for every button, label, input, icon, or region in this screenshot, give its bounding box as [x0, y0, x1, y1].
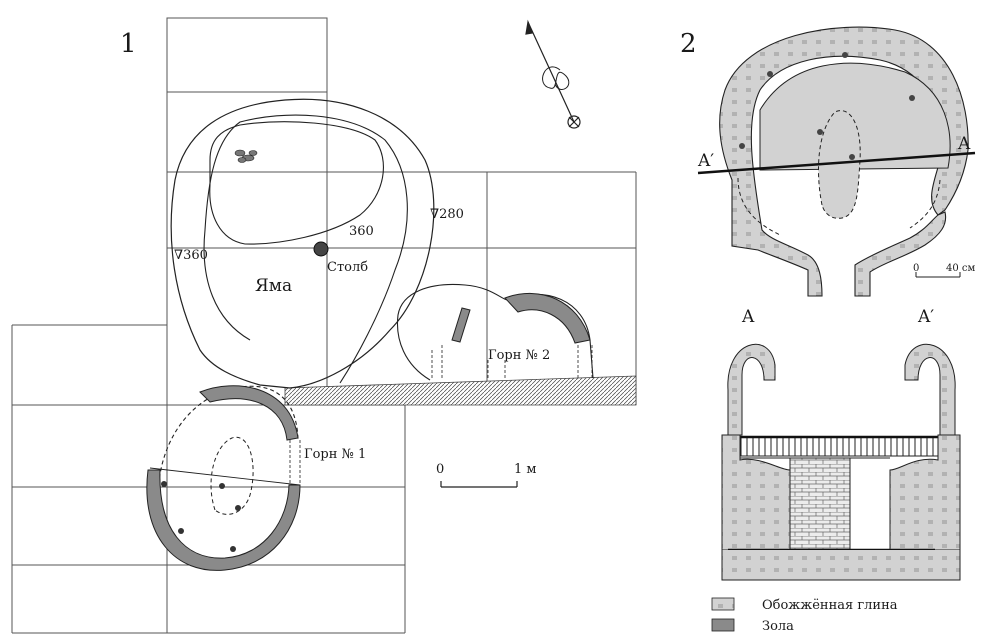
section-right-wall: [889, 434, 961, 551]
panel-1-plan: 1 Яма Столб 360 ∇360 ∇280 Горн № 1 Горн …: [11, 17, 637, 634]
kiln-plan-postholes: [739, 52, 915, 160]
kiln-plan-dashed-outline: [737, 177, 941, 236]
depth-center-label: 360: [349, 224, 374, 239]
legend-label-ash: Зола: [762, 619, 794, 634]
scale-bar-1m: [440, 481, 518, 488]
panel-1-number: 1: [120, 29, 137, 59]
kiln-1-label: Горн № 1: [304, 447, 366, 462]
section-marker-a-prime: A′: [697, 151, 714, 171]
scale-2-end: 40 см: [946, 263, 976, 274]
north-arrow-icon: [525, 19, 581, 129]
panel-2-number: 2: [680, 29, 697, 59]
kiln-plan-floor: [759, 62, 951, 171]
profile-label-a: A: [741, 307, 755, 327]
pit-outer-contour: [170, 98, 435, 389]
kiln-1: [146, 385, 301, 571]
legend-swatch-ash: [711, 618, 735, 632]
survey-grid: [11, 17, 637, 634]
kiln-plan-channel: [818, 110, 861, 219]
post-marker: [313, 241, 329, 257]
kiln-plan-clay-wall-right: [854, 211, 947, 297]
profile-label-a-prime: A′: [917, 307, 934, 327]
kiln-2-label: Горн № 2: [488, 348, 550, 363]
kiln-1-postholes: [161, 481, 241, 552]
scale-bar-40cm: [915, 272, 961, 278]
section-right-arch: [904, 343, 956, 436]
kiln-2: [396, 283, 594, 381]
legend-swatch-clay: [711, 597, 735, 611]
panel-2-kiln-detail: 2 A A′ 0 40 см A A′ Обожжённая глина Зол…: [680, 26, 976, 634]
depth-left-label: ∇360: [174, 248, 208, 263]
stones-icon: [234, 149, 258, 163]
section-line-a-a: [697, 151, 976, 175]
scale-1-end: 1 м: [514, 462, 537, 477]
scale-1-zero: 0: [436, 462, 444, 477]
section-marker-a: A: [957, 134, 971, 154]
post-label: Столб: [327, 260, 368, 275]
pit-upper-depression: [209, 121, 384, 245]
pit-inner-contour: [203, 114, 408, 384]
legend-label-clay: Обожжённая глина: [762, 598, 898, 613]
section-grate: [739, 436, 939, 457]
section-left-arch: [727, 343, 776, 436]
depth-right-label: ∇280: [430, 207, 464, 222]
scale-2-zero: 0: [913, 263, 919, 274]
hatched-wall-strip: [284, 375, 637, 406]
pit-label: Яма: [255, 276, 292, 296]
section-brick-pillar: [789, 457, 851, 551]
